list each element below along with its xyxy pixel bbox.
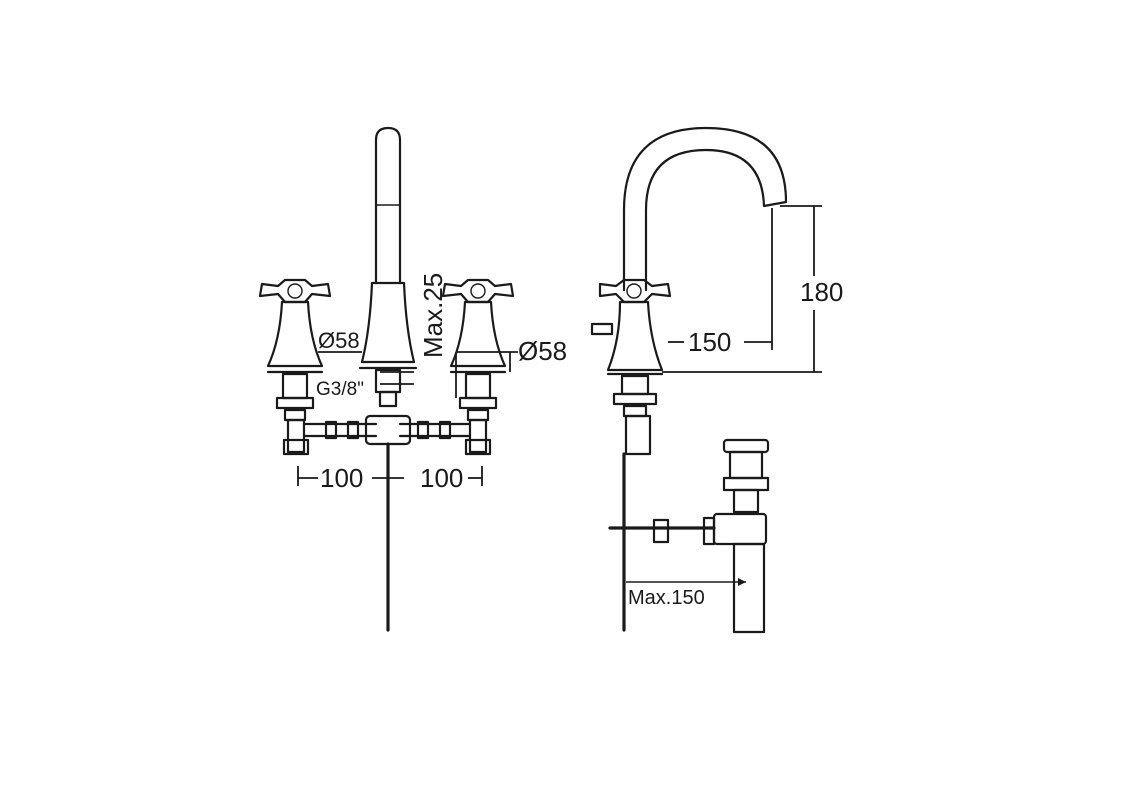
label-spacing-left: 100 [320,463,363,493]
dim-reach: 150 [668,208,773,357]
dim-max-height: Max.25 [380,273,448,385]
front-right-handle [441,278,515,456]
label-max-waste: Max.150 [628,587,705,609]
side-waste [608,438,770,634]
side-view: 150 180 Max.150 [590,126,843,634]
label-max-height: Max.25 [418,273,448,358]
label-reach: 150 [688,327,731,357]
front-spout [358,126,418,408]
front-left-handle [258,278,332,456]
front-hoses [302,414,472,632]
dim-max-waste: Max.150 [626,578,746,609]
dim-diameter-left: Ø58 [318,328,362,353]
dim-thread: G3/8" [316,379,364,400]
side-spout [622,126,788,292]
dim-diameter-right: Ø58 [455,336,567,398]
dim-spout-height: 180 [662,205,843,373]
dim-spacing: 100 100 [297,463,483,493]
front-view: Ø58 Ø58 Max.25 G3/8" 100 100 [258,126,567,632]
label-diameter-right: Ø58 [518,336,567,366]
label-spacing-right: 100 [420,463,463,493]
label-spout-height: 180 [800,277,843,307]
side-handle [590,278,672,632]
label-thread: G3/8" [316,379,364,400]
label-diameter-left: Ø58 [318,328,360,353]
